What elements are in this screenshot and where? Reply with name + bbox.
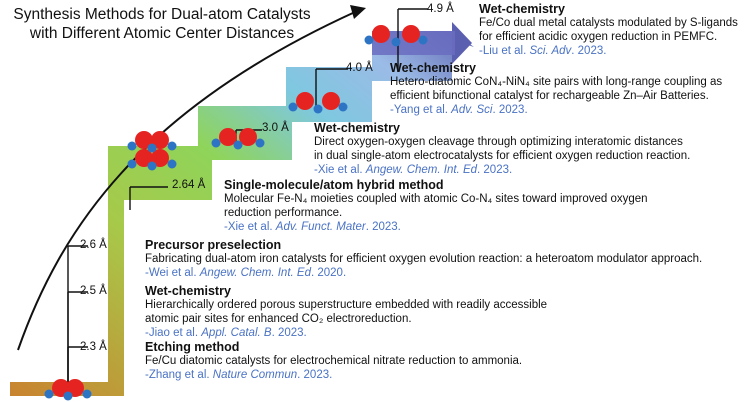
molecule-4-9-ligand-atom [364, 35, 374, 45]
molecule-4-0-metal-atom [322, 92, 340, 110]
molecule-3-0-ligand-atom [211, 138, 221, 148]
molecule-3-0-metal-atom [239, 128, 257, 146]
molecule-2-3-ligand-atom [63, 391, 73, 401]
distance-label: 3.0 Å [262, 122, 289, 134]
method-title: Wet-chemistry [145, 284, 231, 298]
molecule-3-0-ligand-atom [233, 140, 243, 150]
description-line: Molecular Fe-N₄ moieties coupled with at… [224, 193, 648, 205]
entry-2-3: 2.3 Å Etching method Fe/Cu diatomic cata… [80, 340, 522, 382]
description-line: reduction performance. [224, 207, 343, 219]
description-line: Hierarchically ordered porous superstruc… [145, 299, 548, 311]
title-line-2: with Different Atomic Center Distances [29, 25, 295, 42]
method-title: Wet-chemistry [479, 2, 565, 16]
method-title: Wet-chemistry [314, 121, 400, 135]
staircase [10, 31, 474, 396]
molecule-2-64-top-ligand-atom [167, 159, 177, 169]
distance-label: 2.5 Å [80, 285, 107, 297]
molecule-4-0-ligand-atom [313, 104, 323, 114]
method-title: Wet-chemistry [390, 61, 476, 75]
citation: -Xie et al. Adv. Funct. Mater. 2023. [224, 221, 401, 233]
citation: -Yang et al. Adv. Sci. 2023. [390, 104, 528, 116]
molecule-2-64-top-ligand-atom [127, 159, 137, 169]
molecule-2-64-mid-metal-atom [151, 131, 169, 149]
molecule-3-0-ligand-atom [255, 138, 265, 148]
page-title: Synthesis Methods for Dual-atom Catalyst… [12, 5, 312, 43]
molecule-4-0-metal-atom [296, 92, 314, 110]
molecule-2-3-ligand-atom [82, 389, 92, 399]
molecule-4-9-metal-atom [372, 25, 390, 43]
molecule-2-64-mid-ligand-atom [167, 141, 177, 151]
molecule-2-64-mid-ligand-atom [127, 141, 137, 151]
title-line-1: Synthesis Methods for Dual-atom Catalyst… [13, 6, 311, 23]
trend-curve-arrowhead-icon [350, 5, 366, 19]
trend-curve [17, 11, 356, 351]
molecule-2-64-top-ligand-atom [147, 161, 157, 171]
method-title: Etching method [145, 340, 240, 354]
description-line: atomic pair sites for enhanced CO₂ elect… [145, 313, 412, 325]
entry-3-0: 3.0 Å Wet-chemistry Direct oxygen-oxygen… [262, 121, 690, 177]
molecule-2-64-top-metal-atom [151, 149, 169, 167]
description-line: efficient bifunctional catalyst for rech… [390, 90, 709, 102]
molecule-2-64-top-metal-atom [135, 149, 153, 167]
distance-label: 2.64 Å [172, 179, 206, 191]
distance-label: 2.3 Å [80, 341, 107, 353]
method-title: Precursor preselection [145, 238, 282, 252]
molecule-3-0-metal-atom [219, 128, 237, 146]
citation: -Jiao et al. Appl. Catal. B. 2023. [145, 327, 307, 339]
molecule-4-9-metal-atom [402, 25, 420, 43]
staircase-top-bar [372, 31, 455, 55]
distance-label: 4.0 Å [346, 62, 373, 74]
entry-4-0: 4.0 Å Wet-chemistry Hetero-diatomic CoN₄… [346, 61, 722, 117]
description-line: Fe/Cu diatomic catalysts for electrochem… [145, 355, 523, 367]
citation: -Liu et al. Sci. Adv. 2023. [479, 45, 607, 57]
description-line: Fabricating dual-atom iron catalysts for… [145, 253, 703, 265]
molecule-4-9-ligand-atom [418, 35, 428, 45]
distance-label: 2.6 Å [80, 239, 107, 251]
entry-2-6: 2.6 Å Precursor preselection Fabricating… [80, 238, 702, 280]
description-line: Hetero-diatomic CoN₄-NiN₄ site pairs wit… [390, 76, 723, 88]
molecule-4-0-ligand-atom [338, 102, 348, 112]
entry-2-5: 2.5 Å Wet-chemistry Hierarchically order… [80, 284, 547, 340]
entry-2-64: 2.64 Å Single-molecule/atom hybrid metho… [172, 178, 648, 234]
molecule-4-9-ligand-atom [391, 37, 401, 47]
description-line: in dual single-atom electrocatalysts for… [314, 150, 691, 162]
staircase-arrowhead [452, 22, 472, 64]
description-line: for efficient acidic oxygen reduction in… [479, 31, 718, 43]
description-line: Fe/Co dual metal catalysts modulated by … [479, 17, 738, 29]
citation: -Xie et al. Angew. Chem. Int. Ed. 2023. [314, 164, 513, 176]
distance-label: 4.9 Å [427, 3, 454, 15]
description-line: Direct oxygen-oxygen cleavage through op… [314, 136, 683, 148]
molecule-4-0-ligand-atom [288, 102, 298, 112]
citation: -Zhang et al. Nature Commun. 2023. [145, 369, 333, 381]
molecule-2-3-ligand-atom [44, 389, 54, 399]
molecule-2-64-mid-metal-atom [135, 131, 153, 149]
citation: -Wei et al. Angew. Chem. Int. Ed. 2020. [145, 267, 347, 279]
entry-4-9: 4.9 Å Wet-chemistry Fe/Co dual metal cat… [427, 2, 738, 58]
molecule-2-64-mid-ligand-atom [147, 143, 157, 153]
method-title: Single-molecule/atom hybrid method [224, 178, 444, 192]
